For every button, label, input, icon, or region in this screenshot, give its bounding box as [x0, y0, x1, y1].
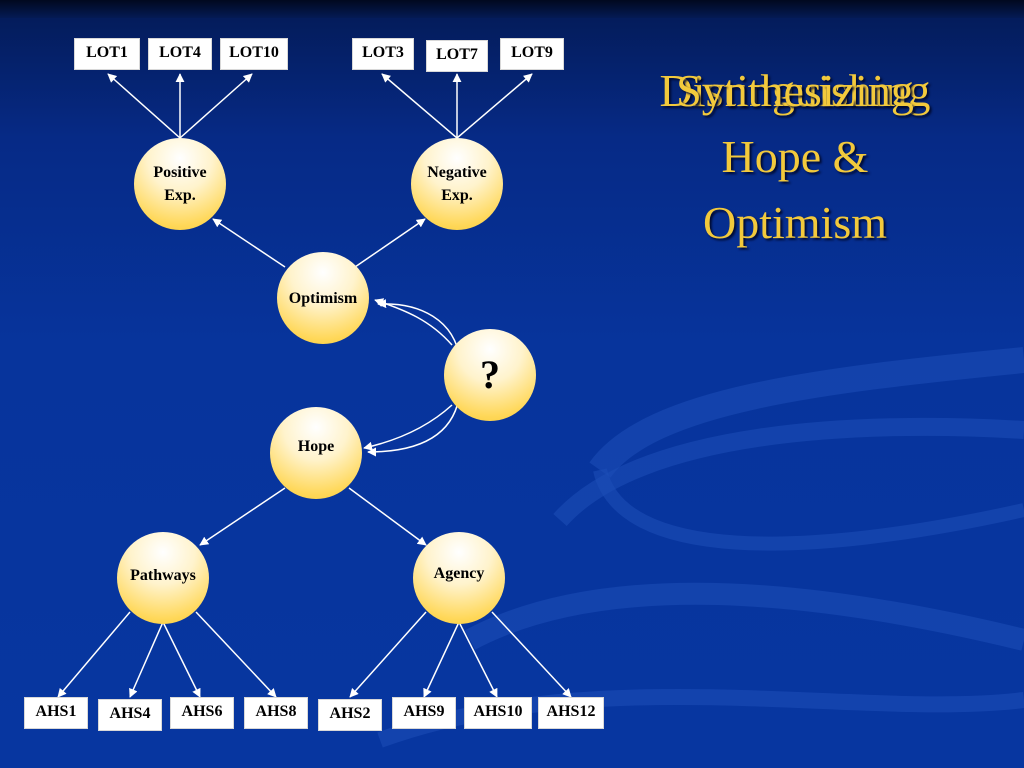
title-word-distinguishing: Distinguishing	[659, 65, 931, 116]
hope-node: Hope	[270, 407, 362, 499]
arrow-question-hope-1	[363, 404, 453, 451]
title-overlap-line: Distinguishing Synthesizing	[600, 58, 990, 124]
positive-exp-node: Positive Exp.	[134, 138, 226, 230]
ahs10-box: AHS10	[464, 697, 532, 729]
lot3-box: LOT3	[352, 38, 414, 70]
ahs4-box: AHS4	[98, 699, 162, 731]
lot7-box: LOT7	[426, 40, 488, 72]
ahs8-box: AHS8	[244, 697, 308, 729]
arrow-hope-pathways	[199, 487, 286, 546]
ahs9-box: AHS9	[392, 697, 456, 729]
negative-exp-node: Negative Exp.	[411, 138, 503, 230]
arrow-positive-lot10	[179, 73, 253, 139]
ahs1-box: AHS1	[24, 697, 88, 729]
arrow-pathways-ahs8	[195, 611, 277, 698]
arrow-pathways-ahs6	[162, 621, 201, 698]
slide-title: Distinguishing Synthesizing Hope & Optim…	[600, 58, 990, 256]
question-node: ?	[444, 329, 536, 421]
positive-exp-label: Positive Exp.	[153, 164, 207, 204]
arrow-positive-lot1	[107, 73, 181, 139]
arrow-pathways-ahs1	[57, 611, 131, 698]
optimism-node: Optimism	[277, 252, 369, 344]
top-shadow-band	[0, 0, 1024, 18]
arrow-negative-lot3	[381, 73, 458, 139]
arrow-agency-ahs2	[349, 611, 427, 698]
title-word-synthesizing: Synthesizing	[676, 65, 914, 116]
lot10-box: LOT10	[220, 38, 288, 70]
arrow-hope-agency	[348, 487, 427, 546]
title-line-optimism: Optimism	[702, 197, 888, 248]
arrow-agency-ahs9	[423, 621, 460, 698]
agency-node: Agency	[413, 532, 505, 624]
ahs2-box: AHS2	[318, 699, 382, 731]
lot4-box: LOT4	[148, 38, 212, 70]
title-line-hope: Hope &	[721, 131, 869, 182]
arrow-agency-ahs10	[458, 621, 498, 698]
negative-exp-label: Negative Exp.	[427, 164, 487, 204]
optimism-label: Optimism	[288, 289, 358, 307]
arrow-negative-lot9	[456, 73, 533, 139]
lot1-box: LOT1	[74, 38, 140, 70]
hope-label: Hope	[297, 437, 335, 455]
ahs12-box: AHS12	[538, 697, 604, 729]
arrow-optimism-negative	[354, 218, 426, 268]
question-mark-label: ?	[480, 352, 500, 397]
lot9-box: LOT9	[500, 38, 564, 70]
pathways-label: Pathways	[130, 566, 196, 584]
arrow-pathways-ahs4	[129, 621, 164, 698]
agency-label: Agency	[433, 564, 485, 582]
arrow-question-optimism-2	[377, 299, 461, 361]
arrow-optimism-positive	[212, 218, 286, 268]
arrow-agency-ahs12	[491, 611, 572, 698]
ahs6-box: AHS6	[170, 697, 234, 729]
pathways-node: Pathways	[117, 532, 209, 624]
